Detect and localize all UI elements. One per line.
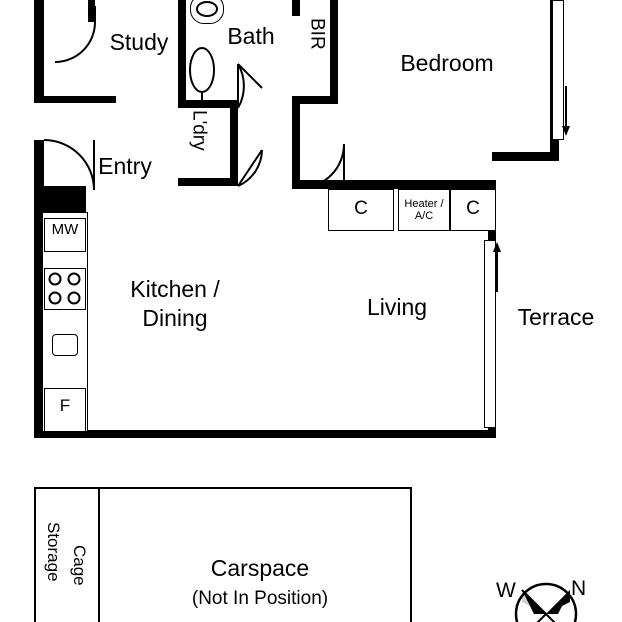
room-label-bath: Bath [227,23,275,49]
wall-bottom-apartment [34,430,496,438]
wall-living-top [292,180,496,189]
room-label-living: Living [366,294,428,320]
storage-cage-label-line2: Cage [70,545,90,586]
wall-bath-bottom [178,100,238,108]
wall-bedroom-left [292,100,300,188]
compass-label-north: N [571,577,587,600]
room-label-bir: BIR [306,18,328,50]
fridge-unit [44,388,86,432]
wall-bedroom-bottom-right [492,152,559,161]
storage-cage-outline [34,487,100,622]
room-label-bedroom: Bedroom [400,50,494,76]
wall-bedroom-left-top [292,0,300,16]
wall-laundry-right [230,100,238,186]
cupboard-2-label: C [466,198,480,219]
carspace-label: Carspace [210,555,310,581]
wall-entry-left [34,140,44,202]
carspace-note: (Not In Position) [191,588,329,609]
fridge-label: F [59,396,71,415]
heater-ac-unit [398,189,450,231]
room-label-study: Study [109,29,169,55]
wall-top-left-stub [34,96,116,103]
cupboard-1-label: C [354,198,368,219]
cupboard-1-unit [328,189,394,231]
wall-bir-bottom [292,96,338,104]
microwave-label: MW [51,221,79,238]
room-label-entry: Entry [98,153,152,179]
room-label-laundry: L'dry [188,110,210,151]
cupboard-2-unit [450,189,496,231]
living-glazing [484,240,496,428]
wall-laundry-bottom [178,178,238,186]
storage-cage-label-line1: Storage [44,522,64,582]
room-label-kitchen-line1: Kitchen / [130,276,220,302]
microwave-unit [44,218,86,252]
room-label-kitchen-line2: Dining [142,305,208,331]
bath-basin [190,0,224,24]
wall-kitchen-left [34,206,44,438]
wall-exterior-left-upper [34,0,44,102]
wall-bath-left [178,0,186,108]
room-label-terrace: Terrace [517,304,595,330]
heater-ac-label-line2: A/C [414,210,434,222]
terrace-glazing-upper [552,0,564,140]
heater-ac-label-line1: Heater / [404,198,444,210]
kitchen-sink [52,334,78,356]
compass-label-west: W [496,579,516,602]
wall-bir-right [330,0,338,100]
cooktop [44,268,86,310]
wall-study-right-stub [88,0,95,22]
